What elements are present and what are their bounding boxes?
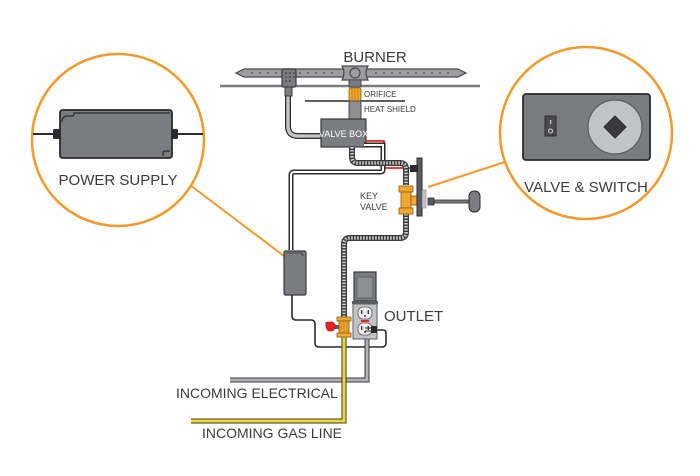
incoming-gas-line-label: INCOMING GAS LINE bbox=[202, 425, 342, 441]
incoming-electrical-label: INCOMING ELECTRICAL bbox=[176, 385, 338, 401]
gas-valve-knob-icon bbox=[587, 99, 643, 155]
power-supply-icon bbox=[59, 109, 173, 159]
burner-stem bbox=[348, 100, 362, 121]
power-supply-callout-label: POWER SUPPLY bbox=[59, 172, 178, 189]
key-valve-wall-plate bbox=[416, 157, 423, 217]
power-supply-callout: POWER SUPPLY bbox=[30, 52, 206, 228]
outlet-label: OUTLET bbox=[384, 308, 443, 325]
power-switch-icon bbox=[544, 115, 557, 137]
valve-switch-callout: VALVE & SWITCH bbox=[498, 45, 674, 221]
key-valve-label-line2: VALVE bbox=[360, 202, 388, 212]
key-valve bbox=[398, 157, 427, 217]
burner-bar bbox=[234, 65, 468, 88]
outlet-plug bbox=[371, 326, 377, 333]
power-wire-lower bbox=[291, 295, 387, 348]
orifice-label: ORIFICE bbox=[364, 90, 396, 99]
valve-key bbox=[427, 190, 481, 213]
valve-box bbox=[320, 118, 367, 148]
power-supply-leader-line bbox=[189, 184, 293, 263]
outlet bbox=[352, 271, 378, 340]
power-supply-unit bbox=[283, 250, 307, 296]
valve-box-label: VALVE BOX bbox=[319, 129, 368, 139]
burner-label: BURNER bbox=[343, 49, 407, 66]
valve-switch-leader-line bbox=[427, 161, 506, 188]
gas-shutoff-handle bbox=[325, 321, 337, 332]
flex-line-upper bbox=[349, 147, 409, 185]
valve-switch-callout-label: VALVE & SWITCH bbox=[524, 179, 648, 196]
heat-shield-label: HEAT SHIELD bbox=[364, 105, 416, 114]
igniter bbox=[281, 68, 297, 97]
key-valve-label-line1: KEY bbox=[360, 191, 378, 201]
gas-shutoff-valve bbox=[325, 316, 352, 338]
